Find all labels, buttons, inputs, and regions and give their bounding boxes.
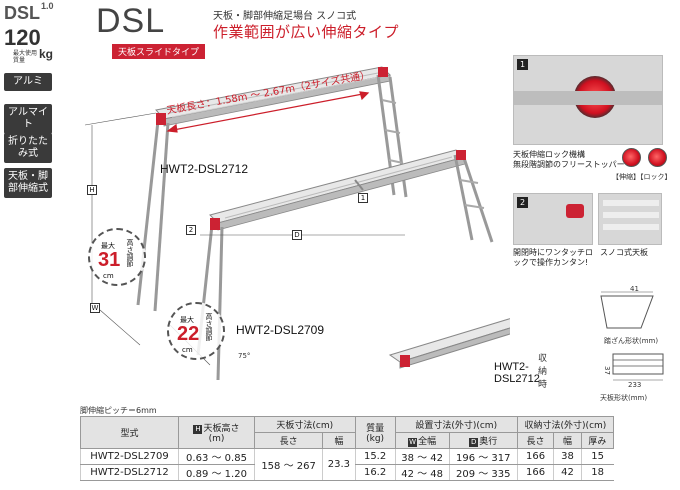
dial-open-icon <box>622 148 641 167</box>
product-title: DSL <box>96 2 166 40</box>
table-row: HWT2-DSL2709 0.63 〜 0.85 158 〜 267 23.3 … <box>80 448 614 481</box>
footplate-label: 踏ざん形状(mm) <box>604 337 659 345</box>
step2-text: 開閉時にワンタッチロックで操作カンタン! <box>513 248 593 267</box>
cell-set-width: 38 〜 42 <box>394 448 450 465</box>
cell-st-width: 38 <box>553 448 582 465</box>
storage-label: 収納時 <box>538 354 548 390</box>
product-subtitle: 天板・脚部伸縮足場台 スノコ式 <box>213 11 357 22</box>
cell-model: HWT2-DSL2709 <box>80 448 179 465</box>
dim-233: 233 <box>628 381 642 389</box>
storage-drawing <box>388 318 510 369</box>
dim-h-marker: H <box>87 185 97 195</box>
sunoko-photo <box>598 193 662 245</box>
cell-width: 23.3 <box>322 448 356 481</box>
lock-desc: 無段階調節のフリーストッパー <box>513 160 625 169</box>
small-platform-drawing <box>196 149 494 381</box>
lock-title: 天板伸縮ロック機構 <box>513 150 585 159</box>
col-mass: 質量(kg) <box>354 416 396 449</box>
lock-states-label: 【伸縮】【ロック】 <box>612 173 672 181</box>
height-badge-small: 最大 22 cm 高さ調節 <box>167 302 225 360</box>
lock-mechanism-photo: 1 <box>513 55 663 145</box>
table-row: HWT2-DSL2712 0.89 〜 1.20 16.2 42 〜 48 20… <box>80 464 614 481</box>
height-badge-large: 最大 31 cm 高さ調節 <box>88 228 146 286</box>
slide-type-badge: 天板スライドタイプ <box>112 44 206 59</box>
pitch-note: 脚伸縮ピッチ＝6mm <box>80 406 157 415</box>
cell-st-thickness: 15 <box>580 448 614 465</box>
sub-length: 長さ <box>253 432 324 449</box>
tag-alumite: アルマイト <box>4 104 52 134</box>
cell-length: 158 〜 267 <box>253 448 323 481</box>
col-set-size: 設置寸法(外寸)(cm) <box>394 416 518 433</box>
angle-label: 75° <box>238 352 251 360</box>
col-model: 型式 <box>80 416 179 449</box>
hinge-photo: 2 <box>513 193 593 245</box>
sidebar: DSL1.0 120 最大使用質量 kg アルミ アルマイト 折りたたみ式 天板… <box>0 0 56 200</box>
hinge-lever-icon <box>566 204 584 218</box>
step-2-badge: 2 <box>517 197 528 208</box>
sub-st-length: 長さ <box>516 432 555 449</box>
model-label-small: HWT2-DSL2709 <box>236 323 325 337</box>
marker-1: 1 <box>358 193 368 203</box>
cell-st-thickness: 18 <box>580 464 614 481</box>
product-illustration: 天板長さ：1.58m 〜 2.67m（2サイズ共通） HWT2-DSL2712 … <box>60 55 547 405</box>
cell-height: 0.63 〜 0.85 <box>178 448 255 465</box>
dim-37: 37 <box>603 366 611 375</box>
cell-st-length: 166 <box>516 448 554 465</box>
cell-height: 0.89 〜 1.20 <box>178 464 255 481</box>
product-headline: 作業範囲が広い伸縮タイプ <box>213 23 400 41</box>
step-1-badge: 1 <box>517 59 528 70</box>
cell-set-depth: 196 〜 317 <box>448 448 518 465</box>
marker-2: 2 <box>186 225 196 235</box>
rail-bar <box>514 91 662 105</box>
col-storage-size: 収納寸法(外寸)(cm) <box>516 416 615 433</box>
cell-mass: 15.2 <box>354 448 396 465</box>
sub-st-width: 幅 <box>553 432 582 449</box>
cell-mass: 16.2 <box>354 464 396 481</box>
capacity-label: 最大使用質量 <box>13 50 38 64</box>
tag-aluminum: アルミ <box>4 73 52 91</box>
capacity-value: 120 <box>4 25 41 50</box>
model-badge: DSL1.0 <box>4 1 54 23</box>
dim-w-marker: W <box>90 303 100 313</box>
col-top-size: 天板寸法(cm) <box>254 416 356 433</box>
model-label-large: HWT2-DSL2712 <box>160 162 249 176</box>
cell-st-width: 42 <box>553 464 582 481</box>
capacity-unit: kg <box>39 47 54 61</box>
sunoko-text: スノコ式天板 <box>600 248 648 257</box>
tag-folding: 折りたたみ式 <box>4 133 52 163</box>
cell-model: HWT2-DSL2712 <box>80 464 179 481</box>
topplate-label: 天板形状(mm) <box>600 394 648 402</box>
cell-set-depth: 209 〜 335 <box>448 464 518 481</box>
dim-d-marker: D <box>292 230 302 240</box>
sub-st-thickness: 厚み <box>580 432 615 449</box>
model-label-storage: HWT2-DSL2712 <box>494 361 540 385</box>
ladder-drawings <box>84 66 510 381</box>
tag-telescopic: 天板・脚部伸縮式 <box>4 168 52 198</box>
dim-41: 41 <box>630 285 639 293</box>
profile-diagrams <box>600 291 664 381</box>
sub-width: 幅 <box>322 432 356 449</box>
dial-lock-icon <box>648 148 667 167</box>
cell-set-width: 42 〜 48 <box>394 464 450 481</box>
cell-st-length: 166 <box>516 464 554 481</box>
large-platform-drawing <box>136 66 408 312</box>
length-arrow <box>166 91 370 133</box>
